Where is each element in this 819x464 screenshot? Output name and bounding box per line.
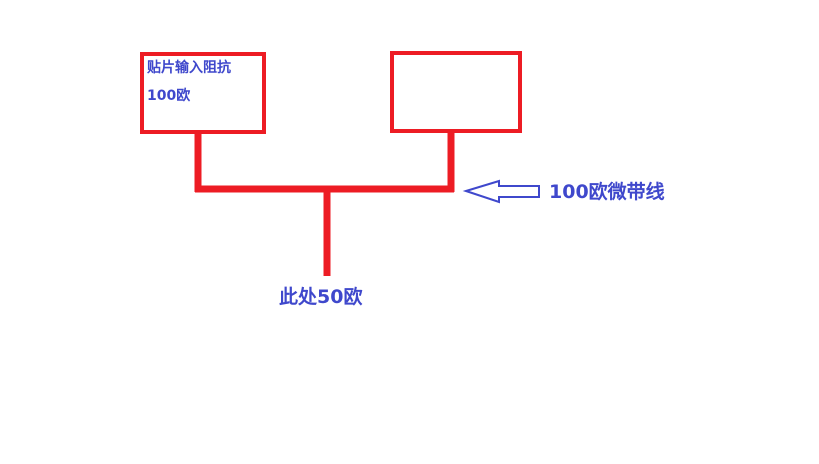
stub-label: 此处50欧 bbox=[279, 286, 363, 308]
left-arrow-icon bbox=[462, 179, 540, 204]
right-patch-pad bbox=[390, 51, 522, 133]
pad-label-line1: 贴片输入阻抗 bbox=[147, 60, 231, 76]
pad-label-line2: 100欧 bbox=[147, 88, 191, 104]
microstrip-label: 100欧微带线 bbox=[549, 181, 665, 203]
left-patch-pad bbox=[140, 52, 266, 134]
